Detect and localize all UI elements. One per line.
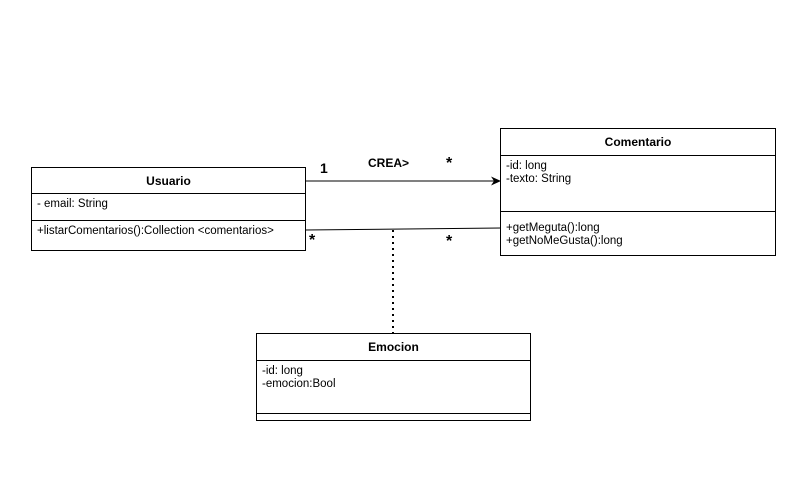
class-comentario-attributes: -id: long -texto: String: [501, 156, 775, 212]
class-usuario-methods: +listarComentarios():Collection <comenta…: [32, 221, 305, 242]
class-usuario-attributes: - email: String: [32, 194, 305, 221]
class-emocion-methods: [257, 414, 530, 420]
method: +listarComentarios():Collection <comenta…: [37, 225, 274, 237]
method: +getNoMeGusta():long: [506, 235, 623, 247]
reaction-association-line: [304, 227, 502, 231]
attribute: -id: long: [506, 160, 547, 172]
attribute: -id: long: [262, 365, 303, 377]
attribute: - email: String: [37, 198, 108, 210]
class-emocion-name: Emocion: [257, 334, 530, 361]
class-comentario[interactable]: Comentario -id: long -texto: String +get…: [500, 128, 776, 256]
method: +getMeguta():long: [506, 222, 600, 234]
crea-target-multiplicity: *: [446, 155, 453, 172]
crea-association-label: CREA>: [368, 156, 410, 170]
class-comentario-name: Comentario: [501, 129, 775, 156]
attribute: -texto: String: [506, 173, 572, 185]
class-comentario-methods: +getMeguta():long +getNoMeGusta():long: [501, 212, 775, 252]
crea-source-multiplicity: 1: [320, 160, 328, 176]
class-usuario-name: Usuario: [32, 168, 305, 194]
reaction-source-multiplicity: *: [309, 232, 316, 249]
class-emocion-attributes: -id: long -emocion:Bool: [257, 361, 530, 414]
class-usuario[interactable]: Usuario - email: String +listarComentari…: [31, 167, 306, 251]
reaction-target-multiplicity: *: [446, 233, 453, 250]
class-emocion[interactable]: Emocion -id: long -emocion:Bool: [256, 333, 531, 421]
attribute: -emocion:Bool: [262, 378, 336, 390]
crea-arrowhead: [491, 176, 501, 186]
